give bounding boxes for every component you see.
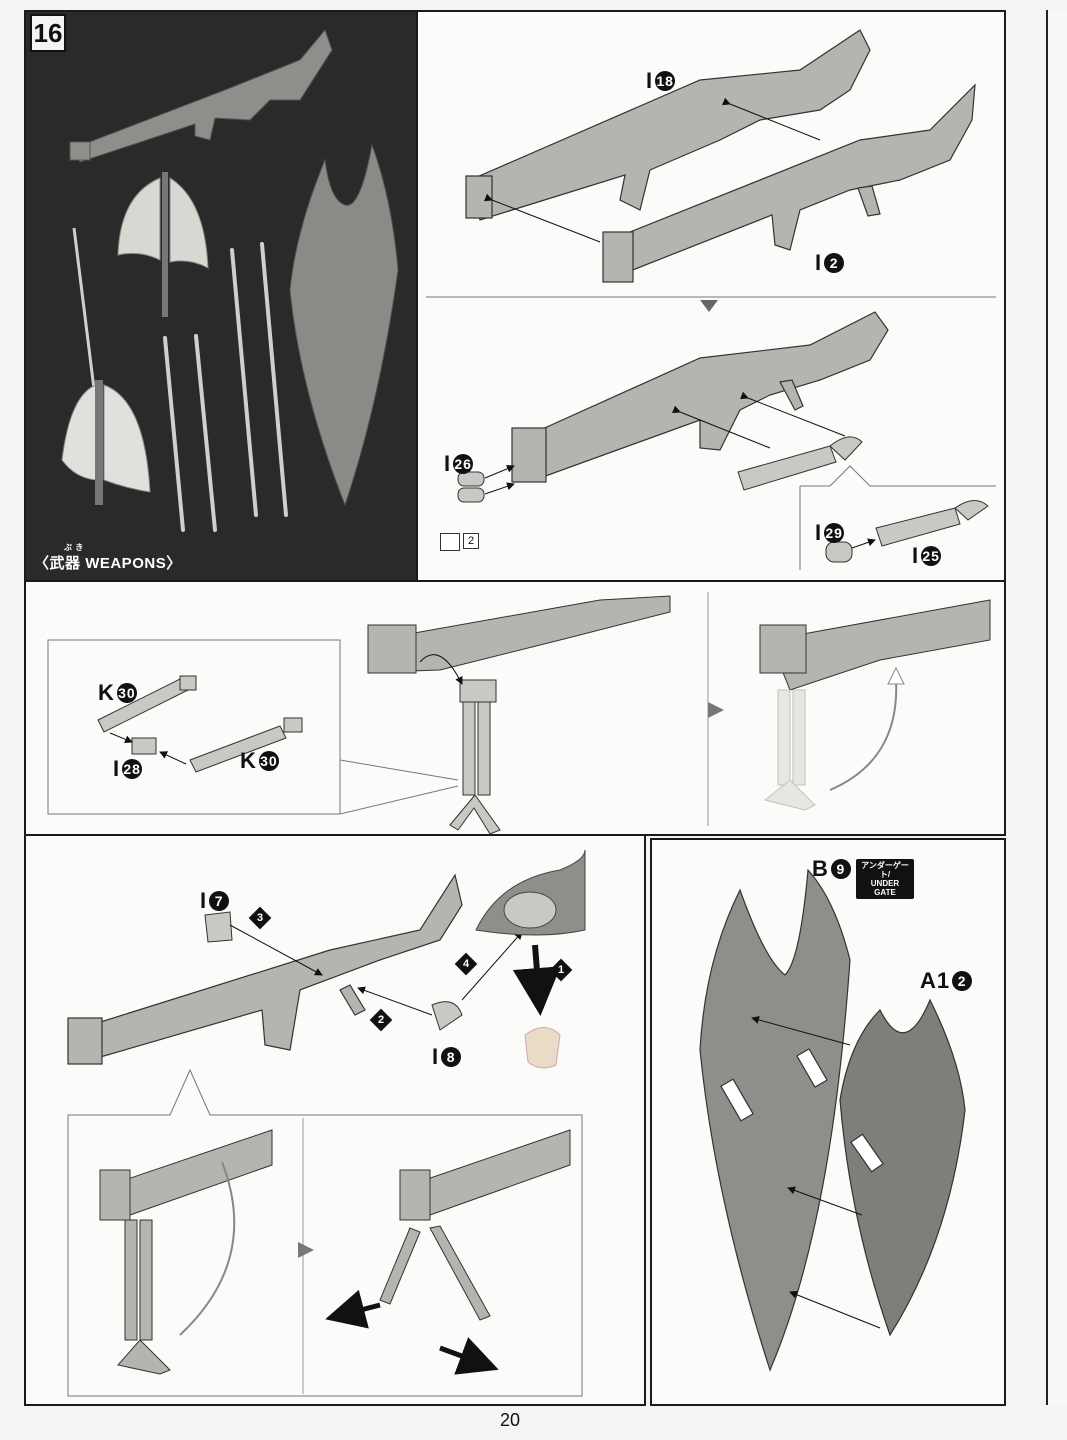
bipod-spread <box>379 1129 571 1321</box>
rifle-folded-mid <box>759 599 991 691</box>
page-number: 20 <box>499 1410 521 1430</box>
bipod-folded <box>99 1129 273 1375</box>
preview-axe <box>117 172 209 317</box>
bipod-legs-mid <box>449 679 501 835</box>
preview-shield <box>289 143 399 507</box>
rifle-grip-view <box>67 873 463 1065</box>
bipod-ghost <box>763 689 816 811</box>
tool-count: 2 <box>463 533 479 549</box>
preview-halberd <box>61 227 151 505</box>
bipod-rods <box>97 675 303 773</box>
order-marker-2-text: 2 <box>377 1014 385 1026</box>
hand-detail <box>475 849 586 1069</box>
step-number: 16 <box>30 14 66 52</box>
rifle-half-i2 <box>602 83 976 283</box>
preview-rifle <box>69 29 333 163</box>
order-marker-3-text: 3 <box>256 912 264 924</box>
rifle-half-i18 <box>465 29 871 221</box>
grip-parts <box>204 911 463 1031</box>
shield-b9 <box>699 868 851 1372</box>
barrel-part <box>737 436 863 491</box>
shield-a12 <box>839 998 966 1337</box>
tool-icon <box>440 533 460 551</box>
weapons-jp: 〈武器 <box>34 555 81 572</box>
assembled-rifle <box>511 311 889 483</box>
detail-barrel <box>825 500 989 563</box>
next-page-edge <box>1046 10 1067 1405</box>
preview-beams <box>163 242 288 532</box>
under-gate-badge: アンダーゲート/UNDER GATE <box>856 859 914 899</box>
muzzle-parts-i26 <box>457 471 485 503</box>
weapons-en: WEAPONS〉 <box>85 555 182 572</box>
weapons-caption: ぶ き 〈武器 WEAPONS〉 <box>34 543 182 573</box>
order-marker-1-text: 1 <box>557 964 565 976</box>
weapons-ruby: ぶ き <box>64 543 84 552</box>
order-marker-4-text: 4 <box>462 958 470 970</box>
rifle-rear-mid <box>367 595 671 674</box>
